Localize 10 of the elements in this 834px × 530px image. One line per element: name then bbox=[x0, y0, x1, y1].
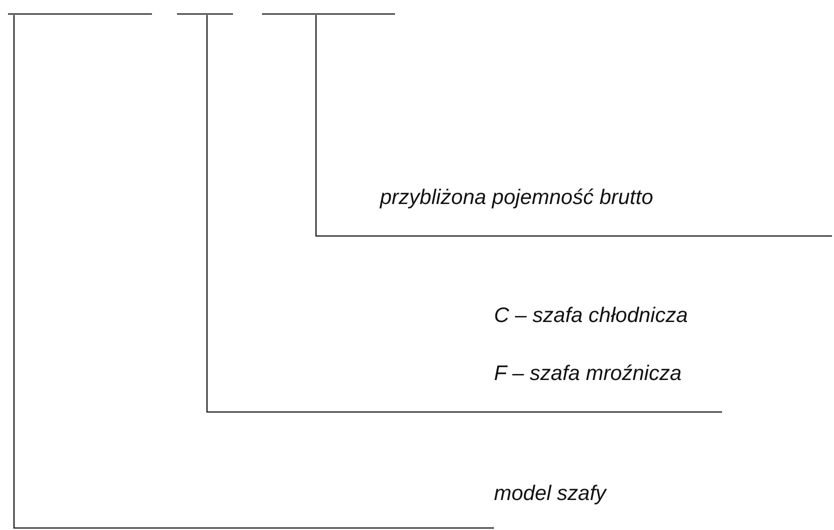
leader-line bbox=[13, 15, 494, 529]
caption-text: C – szafa chłodnicza bbox=[494, 304, 688, 328]
fill-in-line bbox=[177, 13, 233, 15]
leader-line bbox=[315, 15, 833, 237]
caption-text: przybliżona pojemność brutto bbox=[380, 186, 654, 210]
caption-text: F – szafa mroźnicza bbox=[494, 362, 682, 386]
leader-line bbox=[206, 15, 723, 413]
fill-in-line bbox=[262, 13, 395, 15]
fill-in-line bbox=[8, 13, 152, 15]
caption-text: model szafy bbox=[494, 482, 606, 506]
